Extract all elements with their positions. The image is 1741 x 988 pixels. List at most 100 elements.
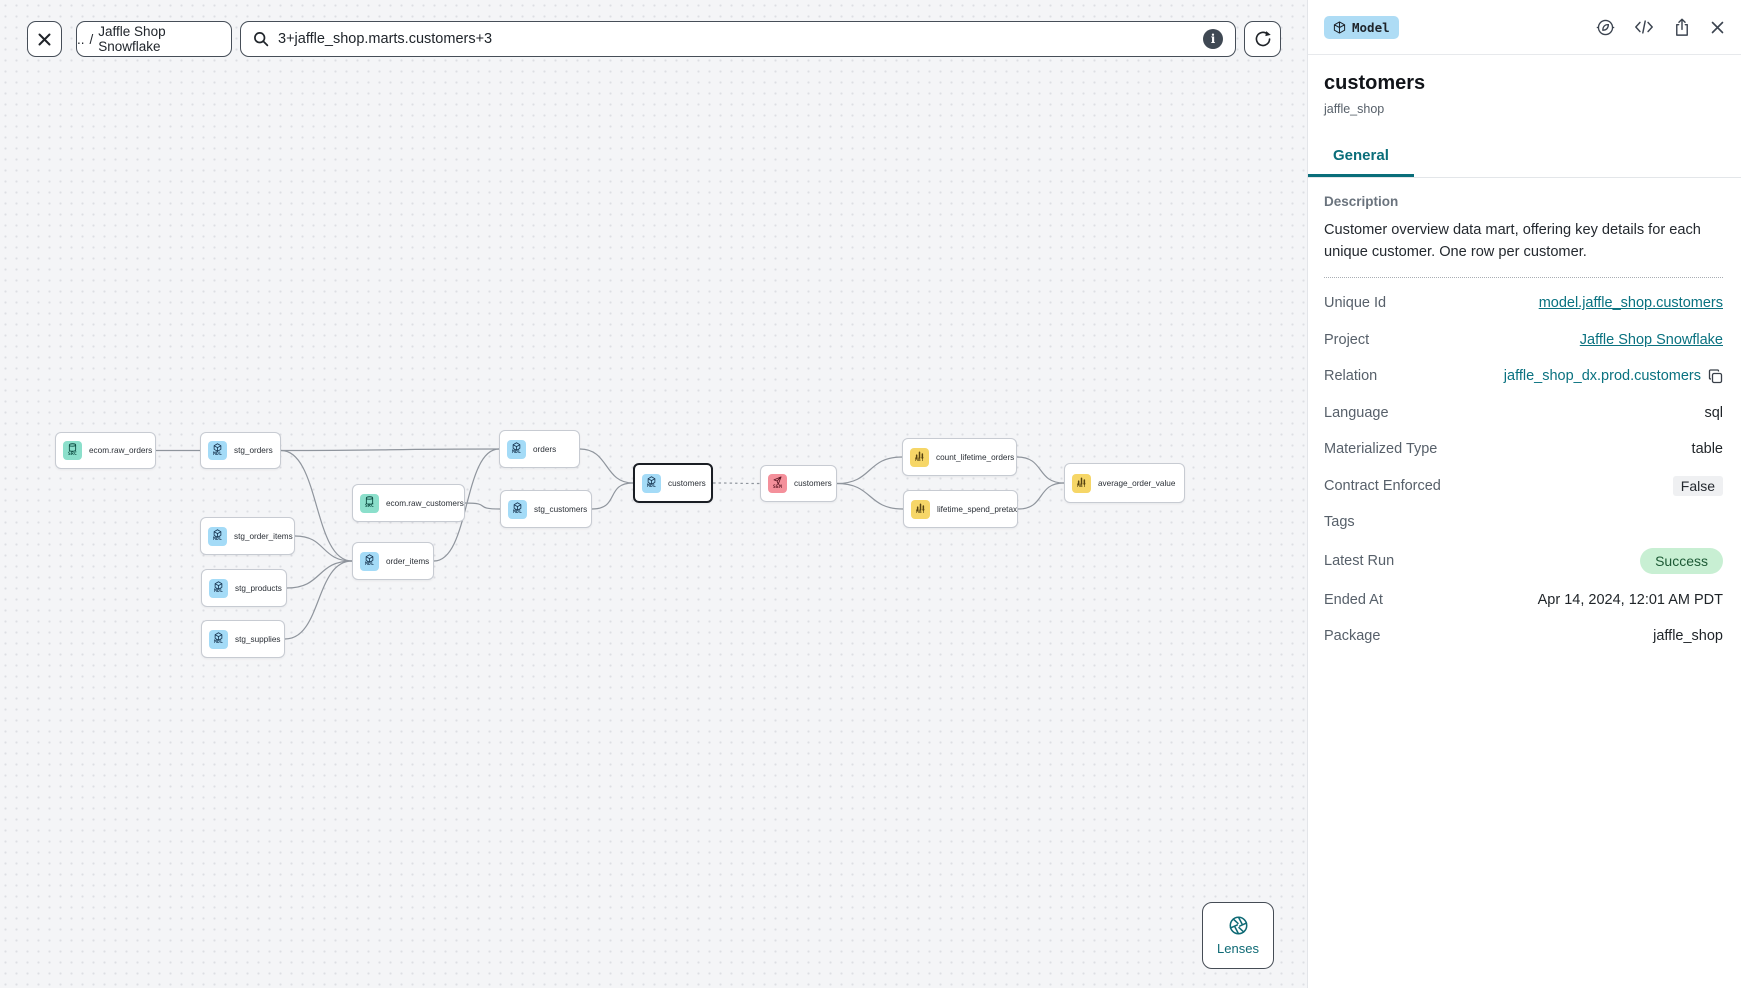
edge-order_items-to-orders — [433, 448, 500, 562]
node-type-label: MDL — [513, 510, 522, 516]
source-icon: SRC — [63, 441, 82, 460]
page-title: customers — [1324, 72, 1426, 94]
status-badge: Success — [1640, 547, 1723, 574]
lineage-node-stg_products[interactable]: MDL stg_products — [201, 569, 287, 607]
contract-badge: False — [1672, 475, 1723, 496]
node-type-label: MET — [916, 510, 925, 516]
code-icon[interactable] — [1634, 18, 1654, 36]
lineage-node-stg_customers[interactable]: MDL stg_customers — [500, 490, 592, 528]
model-icon: MDL — [507, 439, 526, 459]
lineage-node-ecom_raw_orders[interactable]: SRC ecom.raw_orders — [55, 432, 156, 469]
lineage-node-lifetime_spend_pretax[interactable]: MET lifetime_spend_pretax — [903, 490, 1018, 528]
edge-stg_supplies-to-order_items — [284, 560, 353, 640]
search-input[interactable] — [278, 31, 1194, 47]
edge-orders-to-customers — [579, 448, 634, 484]
lineage-node-customers[interactable]: MDL customers — [633, 463, 713, 503]
model-icon: MDL — [360, 551, 379, 571]
close-panel-icon[interactable] — [1710, 20, 1725, 35]
metric-icon: MET — [910, 447, 929, 467]
field-row-language: Language sql — [1324, 394, 1723, 431]
close-lineage-button[interactable] — [27, 21, 62, 57]
breadcrumb-back[interactable]: .. — [77, 31, 85, 47]
field-value: table — [1691, 441, 1723, 458]
semantic-model-icon: SEM — [768, 474, 787, 493]
field-row-unique-id: Unique Id model.jaffle_shop.customers — [1324, 285, 1723, 322]
model-icon: MDL — [209, 629, 228, 649]
field-value: sql — [1704, 404, 1723, 421]
node-type-label: SEM — [773, 484, 782, 490]
lineage-search: i — [240, 21, 1236, 57]
node-label: count_lifetime_orders — [936, 452, 1015, 462]
lineage-node-stg_supplies[interactable]: MDL stg_supplies — [201, 620, 285, 658]
close-icon — [38, 33, 51, 45]
model-icon: MDL — [508, 499, 527, 519]
node-label: customers — [668, 478, 706, 488]
description-text: Customer overview data mart, offering ke… — [1324, 222, 1701, 260]
field-label: Latest Run — [1324, 552, 1395, 569]
copy-icon[interactable] — [1708, 368, 1723, 384]
node-label: ecom.raw_orders — [89, 446, 153, 455]
node-type-label: MDL — [214, 589, 223, 595]
field-value: Apr 14, 2024, 12:01 AM PDT — [1537, 591, 1723, 608]
breadcrumb-project[interactable]: Jaffle Shop Snowflake — [98, 24, 166, 54]
details-panel: Model customers jaffle_shop General Desc… — [1307, 0, 1741, 988]
tab-general[interactable]: General — [1308, 138, 1414, 177]
lens-compass-icon[interactable] — [1596, 18, 1615, 37]
lineage-node-stg_orders[interactable]: MDL stg_orders — [200, 432, 281, 469]
node-type-label: MDL — [512, 450, 521, 456]
resource-type-badge: Model — [1324, 15, 1399, 39]
refresh-button[interactable] — [1244, 21, 1281, 57]
lineage-node-average_order_value[interactable]: MET average_order_value — [1064, 463, 1185, 503]
lineage-node-count_lifetime_orders[interactable]: MET count_lifetime_orders — [902, 438, 1017, 476]
field-value: jaffle_shop — [1653, 628, 1723, 645]
lenses-button[interactable]: Lenses — [1202, 902, 1274, 969]
edge-count_lifetime_orders-to-average_order_value — [1016, 456, 1065, 484]
lenses-label: Lenses — [1217, 941, 1259, 956]
lineage-node-customers_sem[interactable]: SEM customers — [760, 465, 837, 502]
model-icon: MDL — [208, 441, 227, 460]
node-type-label: MDL — [647, 484, 656, 490]
field-value-link[interactable]: model.jaffle_shop.customers — [1538, 295, 1723, 312]
node-label: stg_supplies — [235, 634, 281, 644]
dotted-divider — [1324, 276, 1723, 278]
page-subtitle: jaffle_shop — [1324, 102, 1385, 116]
share-export-icon[interactable] — [1673, 18, 1691, 37]
field-label: Unique Id — [1324, 295, 1387, 312]
edge-stg_products-to-order_items — [286, 560, 353, 589]
node-label: stg_customers — [534, 504, 588, 514]
edge-stg_orders-to-order_items — [280, 449, 353, 562]
field-label: Ended At — [1324, 591, 1383, 608]
field-value-link[interactable]: Jaffle Shop Snowflake — [1579, 331, 1723, 348]
edge-stg_orders-to-orders — [280, 448, 500, 452]
field-label: Relation — [1324, 368, 1378, 385]
field-label: Language — [1324, 404, 1389, 421]
node-label: stg_products — [235, 583, 282, 593]
metric-icon: MET — [1072, 473, 1091, 493]
edge-stg_order_items-to-order_items — [294, 535, 353, 562]
node-label: average_order_value — [1098, 478, 1176, 488]
field-row-latest-run: Latest Run Success — [1324, 540, 1723, 581]
node-type-label: MDL — [214, 640, 223, 646]
search-icon — [254, 32, 269, 47]
lineage-node-order_items[interactable]: MDL order_items — [352, 542, 434, 580]
node-label: lifetime_spend_pretax — [937, 504, 1018, 514]
field-label: Tags — [1324, 514, 1355, 531]
description-label: Description — [1324, 194, 1399, 209]
node-label: stg_orders — [234, 446, 273, 455]
info-icon[interactable]: i — [1203, 29, 1223, 49]
node-type-label: MDL — [365, 562, 374, 568]
model-cube-icon — [1333, 20, 1346, 34]
breadcrumb[interactable]: .. / Jaffle Shop Snowflake — [76, 21, 232, 57]
node-label: customers — [794, 479, 832, 488]
node-type-label: MDL — [213, 537, 222, 543]
node-label: order_items — [386, 556, 430, 566]
breadcrumb-separator: / — [89, 31, 94, 47]
resource-type-label: Model — [1352, 19, 1390, 35]
